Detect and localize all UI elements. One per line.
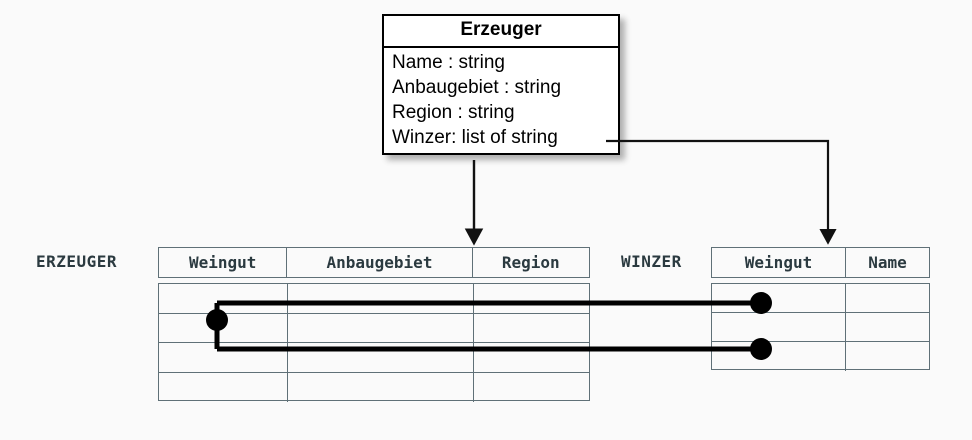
table-label-erzeuger: ERZEUGER — [36, 252, 118, 271]
table-cell — [474, 284, 589, 313]
table-cell — [712, 342, 846, 371]
table-row — [159, 313, 589, 343]
table-cell — [712, 284, 846, 312]
column-header-anbaugebiet: Anbaugebiet — [287, 248, 473, 277]
table-body-winzer — [711, 283, 930, 371]
table-row — [712, 342, 929, 371]
uml-attribute-anbaugebiet: Anbaugebiet : string — [392, 76, 562, 98]
table-cell — [288, 372, 474, 402]
table-cell — [712, 313, 846, 341]
uml-class-box-erzeuger: Erzeuger Name : string Anbaugebiet : str… — [382, 14, 620, 155]
table-cell — [288, 313, 474, 342]
table-row — [159, 372, 589, 403]
table-cell — [474, 314, 589, 343]
uml-attribute-region: Region : string — [392, 101, 515, 123]
table-row — [712, 284, 929, 313]
uml-attribute-name: Name : string — [392, 51, 505, 73]
table-cell — [159, 284, 288, 313]
table-label-winzer: WINZER — [621, 252, 682, 271]
table-cell — [846, 313, 929, 341]
column-header-weingut: Weingut — [159, 248, 288, 277]
column-header-weingut-winzer: Weingut — [712, 248, 846, 277]
table-cell — [474, 373, 589, 403]
uml-class-title: Erzeuger — [384, 16, 618, 48]
table-cell — [159, 372, 288, 402]
column-header-region: Region — [501, 253, 560, 272]
table-row — [712, 313, 929, 342]
table-cell — [288, 343, 474, 372]
table-body-erzeuger — [158, 283, 590, 403]
table-header-winzer: Weingut Name — [711, 247, 930, 278]
table-row — [159, 343, 589, 373]
arrow-winzer-attribute-to-winzer-table — [606, 139, 837, 245]
uml-attribute-list: Name : string Anbaugebiet : string Regio… — [384, 48, 618, 153]
table-cell — [159, 313, 288, 342]
table-cell — [288, 284, 474, 313]
table-cell — [846, 284, 929, 312]
column-header-name: Name — [868, 253, 907, 272]
table-cell — [846, 342, 929, 371]
table-row — [159, 284, 589, 314]
table-cell — [474, 343, 589, 372]
uml-attribute-winzer: Winzer: list of string — [392, 126, 558, 148]
table-cell — [159, 343, 288, 372]
table-header-erzeuger: Weingut Anbaugebiet Region — [158, 247, 590, 278]
